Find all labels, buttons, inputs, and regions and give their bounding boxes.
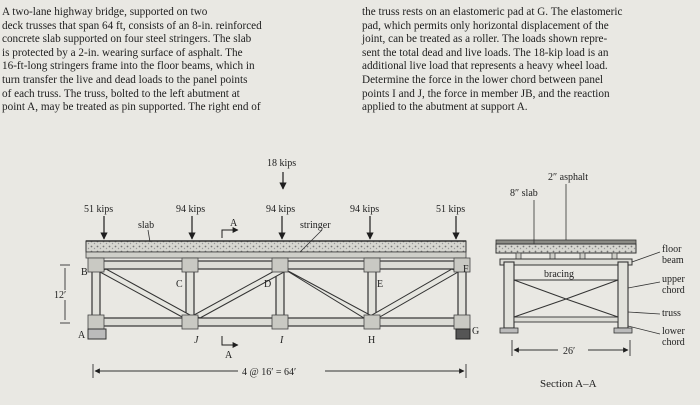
section-slab-label: 8″ slab [510, 188, 538, 199]
right-truss-post [617, 261, 629, 329]
wheel-load-label: 18 kips [267, 158, 296, 169]
node-e: E [377, 279, 383, 290]
problem-text-right: the truss rests on an elastomeric pad at… [362, 6, 698, 115]
text-line: sent the total dead and live loads. The … [362, 46, 609, 59]
text-line: 16-ft-long stringers frame into the floo… [2, 60, 255, 73]
stringer-label: stringer [300, 220, 331, 231]
bracing-members [513, 279, 619, 318]
node-i: I [279, 335, 284, 346]
deck-slab [85, 240, 467, 253]
node-a: A [78, 330, 86, 341]
callout-truss: truss [662, 308, 681, 319]
load-label-e: 94 kips [350, 204, 379, 215]
pin-support-a [87, 328, 107, 340]
span-dimension [92, 364, 467, 378]
load-label-b: 51 kips [84, 204, 113, 215]
load-label-f: 51 kips [436, 204, 465, 215]
height-label: 12′ [54, 290, 66, 301]
section-leaders [533, 184, 661, 335]
section-stringers [515, 252, 618, 260]
width-label: 26′ [563, 346, 575, 357]
problem-text-left: A two-lane highway bridge, supported on … [2, 6, 347, 115]
text-line: point A, may be treated as pin supported… [2, 101, 261, 114]
section-mark-bottom: A [225, 350, 233, 361]
text-line: joint, can be treated as a roller. The l… [362, 33, 608, 46]
section-mark-top: A [230, 218, 238, 229]
node-f: F [463, 264, 469, 275]
elastomeric-pad-g [455, 328, 471, 340]
node-h: H [368, 335, 375, 346]
width-dimension [511, 340, 631, 356]
node-j: J [194, 335, 199, 346]
text-line: pad, which permits only horizontal displ… [362, 19, 609, 32]
asphalt-label: 2″ asphalt [548, 172, 588, 183]
section-slab [495, 243, 637, 254]
text-line: additional live load that represents a h… [362, 60, 608, 73]
node-d: D [264, 279, 271, 290]
span-label: 4 @ 16′ = 64′ [242, 367, 296, 378]
left-truss-post [503, 261, 515, 329]
text-line: A two-lane highway bridge, supported on … [2, 6, 208, 18]
height-dimension [60, 264, 70, 324]
node-b: B [81, 267, 88, 278]
text-line: of each truss. The truss, bolted to the … [2, 87, 240, 100]
load-arrows [100, 172, 460, 240]
text-line: turn transfer the live and dead loads to… [2, 73, 248, 86]
section-marker-bottom [221, 336, 239, 348]
section-marker-top [221, 227, 239, 238]
text-line: applied to the abutment at support A. [362, 101, 528, 114]
floor-beam [499, 258, 633, 266]
text-line: points I and J, the force in member JB, … [362, 87, 610, 100]
asphalt-layer [495, 239, 637, 245]
text-line: concrete slab supported on four steel st… [2, 33, 252, 46]
text-line: deck trusses that span 64 ft, consists o… [2, 19, 262, 32]
node-c: C [176, 279, 183, 290]
text-line: Determine the force in the lower chord b… [362, 73, 604, 86]
text-line: is protected by a 2-in. wearing surface … [2, 46, 243, 59]
lower-strut [513, 316, 619, 323]
slab-label: slab [138, 220, 154, 231]
section-title: Section A–A [540, 378, 597, 390]
load-label-d: 94 kips [266, 204, 295, 215]
bracing-label: bracing [544, 269, 574, 280]
text-line: the truss rests on an elastomeric pad at… [362, 6, 623, 18]
stringers [85, 251, 467, 259]
node-g: G [472, 326, 479, 337]
gusset-plates [87, 257, 471, 330]
load-label-c: 94 kips [176, 204, 205, 215]
